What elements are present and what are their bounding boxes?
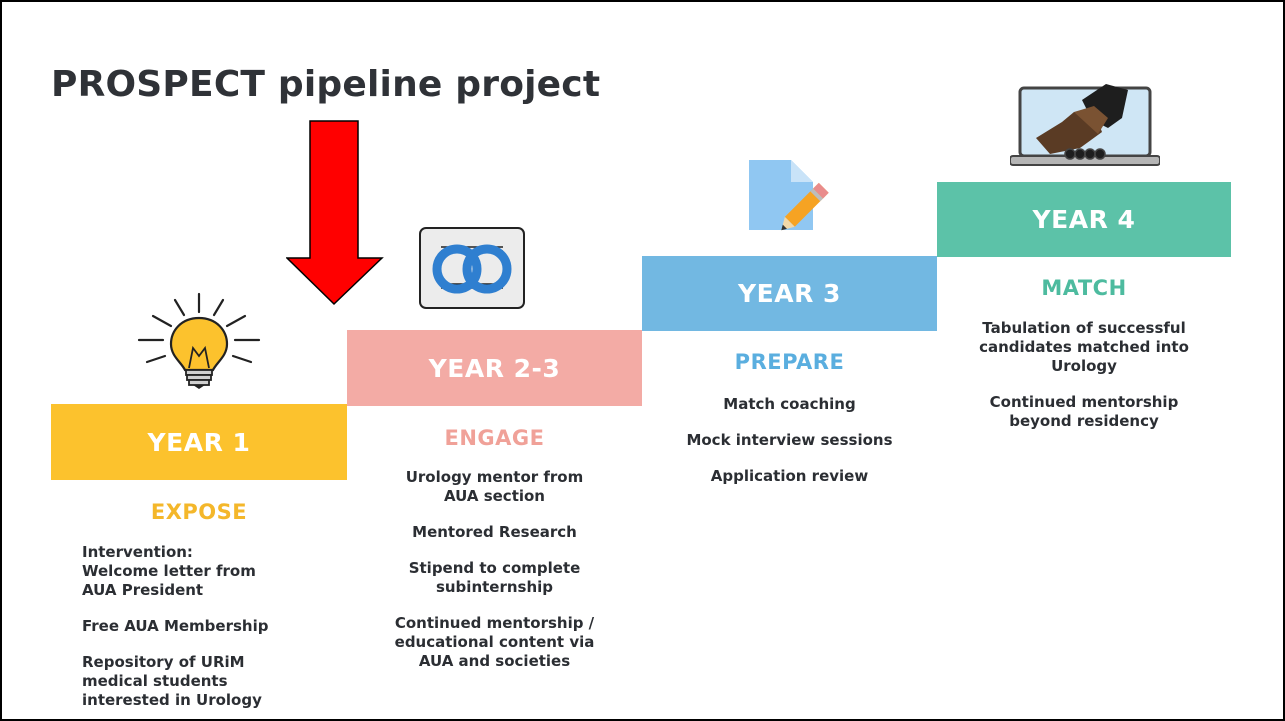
- red-down-arrow-icon: [286, 120, 384, 306]
- list-item: Intervention: Welcome letter from AUA Pr…: [82, 543, 256, 599]
- list-item: Urology mentor from AUA section: [405, 468, 584, 505]
- linked-rings-icon: [419, 227, 525, 309]
- page-title: PROSPECT pipeline project: [51, 64, 601, 105]
- list-item: Application review: [710, 467, 869, 485]
- year-4-items: Tabulation of successful candidates matc…: [947, 319, 1221, 448]
- list-item: Free AUA Membership: [82, 617, 269, 635]
- phase-engage: ENGAGE: [444, 426, 545, 450]
- phase-prepare: PREPARE: [734, 350, 845, 374]
- phase-match: MATCH: [1041, 276, 1127, 300]
- list-item: Repository of URiM medical students inte…: [82, 653, 262, 709]
- list-item: Mentored Research: [412, 523, 577, 541]
- year-2-3-block: YEAR 2-3: [347, 330, 642, 406]
- list-item: Mock interview sessions: [686, 431, 893, 449]
- year-3-block: YEAR 3: [642, 256, 937, 331]
- list-item: Stipend to complete subinternship: [408, 559, 581, 596]
- year-3-items: Match coaching Mock interview sessions A…: [652, 395, 927, 503]
- list-item: Match coaching: [723, 395, 856, 413]
- list-item: Continued mentorship / educational conte…: [394, 614, 595, 670]
- lightbulb-icon: [137, 292, 261, 389]
- year-2-3-items: Urology mentor from AUA section Mentored…: [357, 468, 632, 688]
- document-pencil-icon: [749, 160, 829, 231]
- year-1-items: Intervention: Welcome letter from AUA Pr…: [82, 543, 342, 719]
- list-item: Tabulation of successful candidates matc…: [979, 319, 1189, 375]
- year-4-block: YEAR 4: [937, 182, 1231, 257]
- laptop-handshake-icon: [1010, 84, 1160, 166]
- list-item: Continued mentorship beyond residency: [989, 393, 1179, 430]
- year-1-block: YEAR 1: [51, 404, 347, 480]
- phase-expose: EXPOSE: [150, 500, 248, 524]
